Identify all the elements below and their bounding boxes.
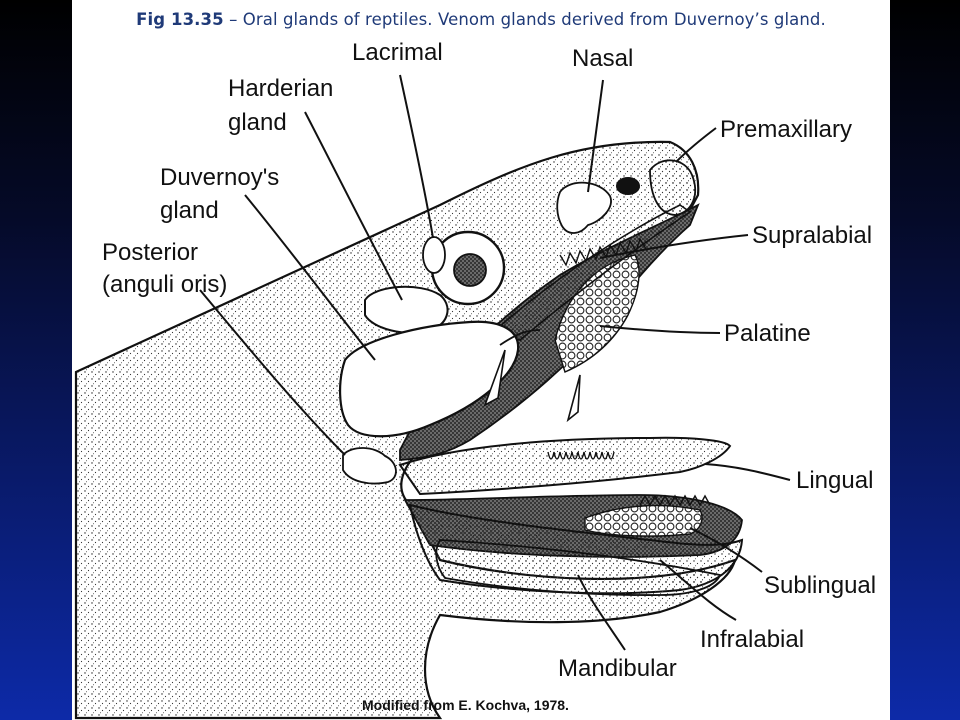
label-infralabial: Infralabial xyxy=(700,626,805,653)
label-harderian-line1: Harderian xyxy=(228,75,334,102)
label-nasal: Nasal xyxy=(572,45,634,72)
nostril xyxy=(616,177,640,195)
rear-fang xyxy=(483,349,506,407)
anguli-oris-gland xyxy=(342,447,397,485)
label-duvernoy-line2: gland xyxy=(160,197,219,224)
figure-credit: Modified from E. Kochva, 1978. xyxy=(362,697,569,713)
label-supralabial: Supralabial xyxy=(752,222,873,249)
label-mandibular: Mandibular xyxy=(558,655,677,682)
leader-lacrimal xyxy=(399,74,434,239)
leader-nasal xyxy=(587,79,604,193)
leader-sublingual xyxy=(689,527,763,573)
leader-posterior xyxy=(199,289,346,456)
label-premaxillary: Premaxillary xyxy=(720,116,853,143)
leader-infralabial xyxy=(659,559,737,621)
label-lacrimal: Lacrimal xyxy=(352,39,443,66)
leader-harderian xyxy=(304,111,403,301)
caption-figure-number: Fig 13.35 xyxy=(136,10,224,29)
lingual-gland-folds xyxy=(547,451,615,460)
leader-palatine xyxy=(599,325,721,334)
leader-mandibular xyxy=(577,574,626,651)
lacrimal-gland xyxy=(422,236,446,274)
label-posterior-line1: Posterior xyxy=(102,239,199,266)
leader-lingual xyxy=(704,463,791,481)
figure-caption: Fig 13.35 – Oral glands of reptiles. Ven… xyxy=(72,10,890,29)
nasal-gland xyxy=(556,181,612,234)
lower-teeth xyxy=(639,494,711,507)
tongue xyxy=(398,436,732,496)
eye-pupil xyxy=(453,253,487,287)
label-duvernoy-line1: Duvernoy's xyxy=(160,164,280,191)
label-sublingual: Sublingual xyxy=(764,572,877,599)
label-lingual: Lingual xyxy=(796,467,874,494)
leader-duvernoy xyxy=(244,194,376,361)
premaxillary-gland xyxy=(649,159,697,216)
sublingual-gland xyxy=(584,504,703,537)
caption-text: – Oral glands of reptiles. Venom glands … xyxy=(223,10,826,29)
leader-lines xyxy=(199,74,791,651)
rear-fang-2 xyxy=(566,374,581,423)
duvernoys-duct xyxy=(499,329,541,346)
label-harderian-line2: gland xyxy=(228,109,287,136)
leader-supralabial xyxy=(599,234,749,259)
upper-teeth xyxy=(559,237,647,267)
infralabial-gland xyxy=(435,539,722,596)
label-posterior-line2: (anguli oris) xyxy=(102,271,228,298)
label-palatine: Palatine xyxy=(724,320,811,347)
leader-premaxillary xyxy=(675,127,717,163)
